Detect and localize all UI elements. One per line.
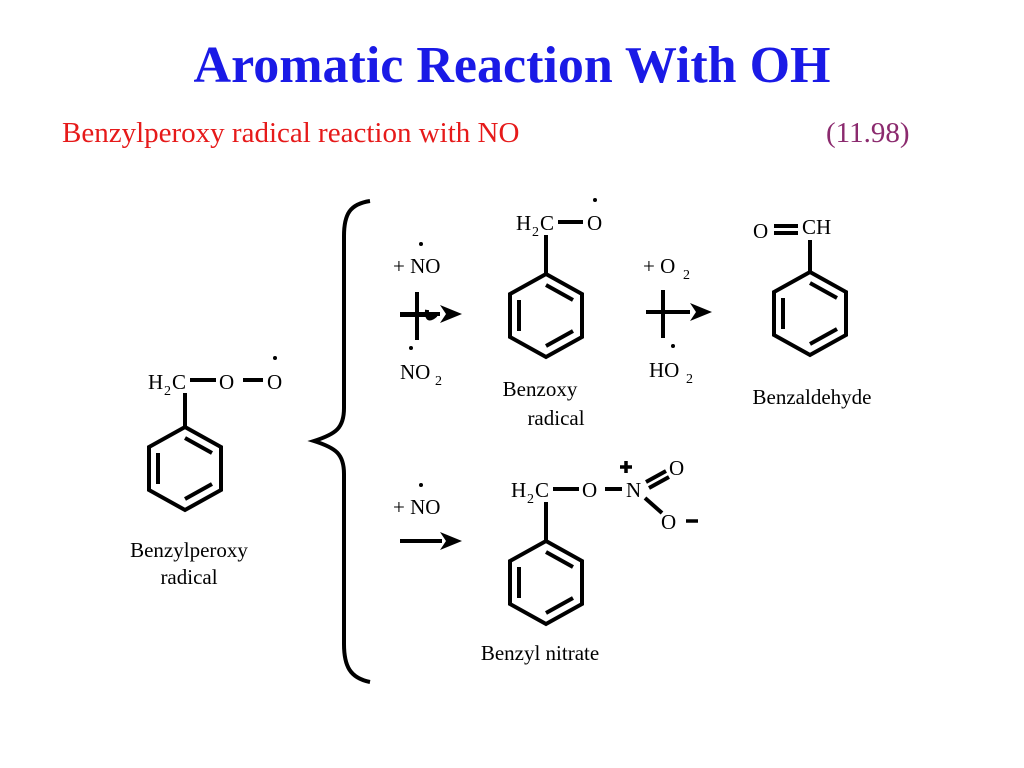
- ring-double-bond: [184, 482, 213, 501]
- atom-o: O: [587, 211, 602, 235]
- ring-double-bond: [545, 550, 574, 569]
- benzylperoxy-molecule: H 2 C O O: [147, 356, 282, 513]
- benzene-ring: [772, 269, 848, 358]
- atom-o1: O: [219, 370, 234, 394]
- ring-double-bond: [545, 283, 574, 302]
- atom-h-subscript: 2: [527, 492, 534, 507]
- atom-n: N: [626, 478, 641, 502]
- branch-brace: [307, 199, 371, 684]
- ho2-radical-dot: [671, 344, 675, 348]
- equation-number: (11.98): [826, 117, 910, 149]
- intermediate-label-line2: radical: [527, 406, 584, 430]
- atom-o2: O: [267, 370, 282, 394]
- reactant-label-line1: Benzylperoxy: [130, 538, 248, 562]
- ring-double-bond: [809, 281, 838, 300]
- benzoxy-molecule: H 2 C O: [508, 198, 602, 360]
- upper-byproduct1-subscript: 2: [435, 374, 442, 389]
- intermediate-label-line1: Benzoxy: [503, 377, 578, 401]
- atom-h: H: [511, 478, 526, 502]
- no-radical-dot: [419, 242, 423, 246]
- atom-h-subscript: 2: [532, 225, 539, 240]
- benzene-ring: [508, 271, 584, 360]
- reaction-arrow-2-head: [690, 303, 712, 321]
- lower-reagent: + NO: [393, 495, 440, 519]
- ring-double-bond: [545, 596, 574, 615]
- upper-byproduct2: HO: [649, 358, 679, 382]
- ring-double-bond: [545, 329, 574, 348]
- atom-h: H: [148, 370, 163, 394]
- no-radical-dot: [419, 483, 423, 487]
- n-o-double-bond: [645, 469, 667, 484]
- benzaldehyde-molecule: O CH: [753, 215, 848, 358]
- atom-o-top: O: [669, 456, 684, 480]
- upper-byproduct1: NO: [400, 360, 430, 384]
- lower-product-label: Benzyl nitrate: [481, 641, 599, 665]
- upper-product-label: Benzaldehyde: [753, 385, 872, 409]
- atom-o: O: [582, 478, 597, 502]
- upper-reagent2: + O: [643, 254, 675, 278]
- n-o-double-bond: [648, 475, 670, 490]
- upper-reagent1: + NO: [393, 254, 440, 278]
- upper-byproduct2-subscript: 2: [686, 372, 693, 387]
- n-o-single-bond: [643, 496, 664, 515]
- benzene-ring: [147, 424, 223, 513]
- slide-subtitle: Benzylperoxy radical reaction with NO: [62, 117, 520, 149]
- benzyl-nitrate-molecule: H 2 C O N O O: [508, 456, 698, 627]
- radical-dot: [593, 198, 597, 202]
- no2-radical-dot: [409, 346, 413, 350]
- ring-double-bond: [184, 436, 213, 455]
- atom-c: C: [535, 478, 549, 502]
- atom-ch: CH: [802, 215, 831, 239]
- ring-double-bond: [809, 327, 838, 346]
- upper-reagent2-subscript: 2: [683, 268, 690, 283]
- atom-h: H: [516, 211, 531, 235]
- atom-o: O: [753, 219, 768, 243]
- benzene-ring: [508, 538, 584, 627]
- radical-dot: [273, 356, 277, 360]
- reaction-arrow-1-head: [440, 305, 462, 323]
- atom-o-bottom: O: [661, 510, 676, 534]
- reaction-arrow-3-head: [440, 532, 462, 550]
- slide-title: Aromatic Reaction With OH: [193, 37, 831, 94]
- atom-c: C: [172, 370, 186, 394]
- atom-c: C: [540, 211, 554, 235]
- atom-h-subscript: 2: [164, 384, 171, 399]
- reactant-label-line2: radical: [160, 565, 217, 589]
